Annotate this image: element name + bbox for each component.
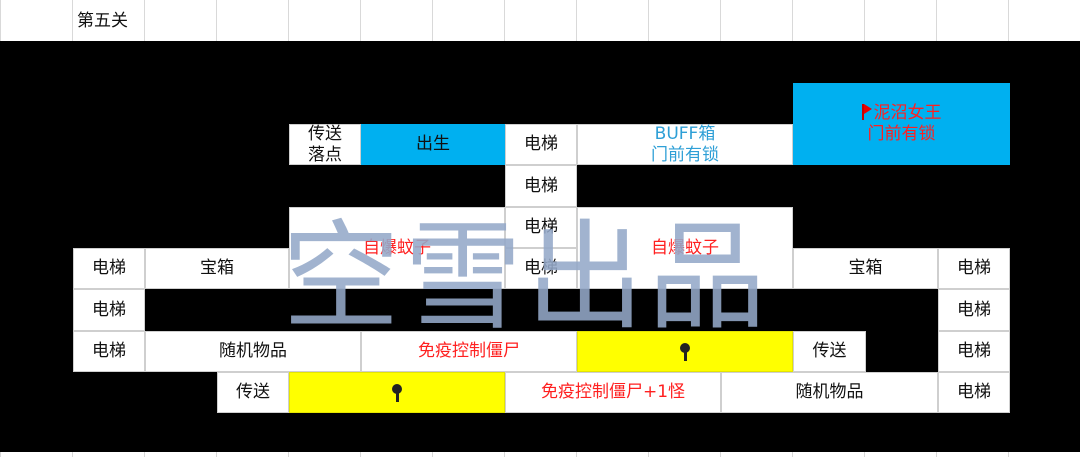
cell-label: 免疫控制僵尸+1怪 (540, 382, 686, 402)
cell-label: 宝箱 (200, 258, 234, 278)
cell-label: 泥沼女王 门前有锁 (867, 103, 942, 144)
cell-elevator: 电梯 (938, 372, 1010, 413)
cell-teleport: 传送 (793, 331, 866, 372)
cell-teleport: 传送 (217, 372, 289, 413)
cell-label: 传送 (812, 341, 847, 361)
cell-label: 电梯 (92, 341, 126, 361)
cell-label: 电梯 (957, 341, 991, 361)
cell-random-item: 随机物品 (721, 372, 938, 413)
cell-label: 自爆蚊子 (363, 237, 431, 258)
cell-elevator: 电梯 (938, 289, 1010, 331)
cell-label: 随机物品 (795, 382, 864, 402)
cell-elevator: 电梯 (73, 248, 145, 289)
cell-immune-zombie: 免疫控制僵尸 (361, 331, 577, 372)
cell-buff-box: BUFF箱 门前有锁 (577, 124, 793, 165)
cell-label: 出生 (416, 134, 450, 154)
cell-teleport-landing: 传送 落点 (289, 124, 361, 165)
cell-treasure-chest: 宝箱 (145, 248, 289, 289)
cell-elevator: 电梯 (505, 124, 577, 165)
cell-label: 宝箱 (848, 258, 883, 278)
key-icon (392, 383, 402, 402)
cell-elevator: 电梯 (505, 165, 577, 207)
cell-exploding-mosquito: 自爆蚊子 (289, 207, 505, 289)
cell-label: 传送 (236, 382, 270, 402)
cell-label: 电梯 (92, 299, 126, 320)
cell-elevator: 电梯 (938, 248, 1010, 289)
cell-random-item: 随机物品 (145, 331, 361, 372)
cell-elevator: 电梯 (938, 331, 1010, 372)
cell-label: 电梯 (957, 258, 991, 278)
cell-label: BUFF箱 门前有锁 (651, 123, 719, 165)
cell-label: 电梯 (524, 258, 558, 278)
cell-label: 免疫控制僵尸 (418, 341, 520, 361)
cell-label: 自爆蚊子 (651, 237, 719, 258)
cell-treasure-chest: 宝箱 (793, 248, 938, 289)
key-icon (680, 342, 690, 361)
cell-label: 电梯 (524, 217, 558, 237)
cell-key-room (577, 331, 793, 372)
cell-swamp-queen: 泥沼女王 门前有锁 (793, 83, 1010, 165)
cell-label: 电梯 (957, 382, 991, 402)
cell-key-room (289, 372, 505, 413)
cell-immune-zombie-plus-one: 免疫控制僵尸+1怪 (505, 372, 721, 413)
level-title: 第五关 (77, 11, 128, 31)
cell-label: 随机物品 (219, 341, 287, 361)
cell-label: 传送 落点 (308, 123, 342, 165)
footer-row (0, 452, 1080, 457)
cell-label: 电梯 (524, 175, 558, 196)
cell-label: 电梯 (92, 258, 126, 278)
cell-label: 电梯 (524, 134, 558, 154)
cell-exploding-mosquito: 自爆蚊子 (577, 207, 793, 289)
cell-elevator: 电梯 (73, 289, 145, 331)
red-flag-icon (861, 104, 872, 120)
cell-label: 电梯 (957, 299, 991, 320)
cell-elevator: 电梯 (505, 248, 577, 289)
cell-spawn: 出生 (361, 124, 505, 165)
header-row (0, 0, 1080, 41)
cell-elevator: 电梯 (505, 207, 577, 248)
cell-elevator: 电梯 (73, 331, 145, 372)
